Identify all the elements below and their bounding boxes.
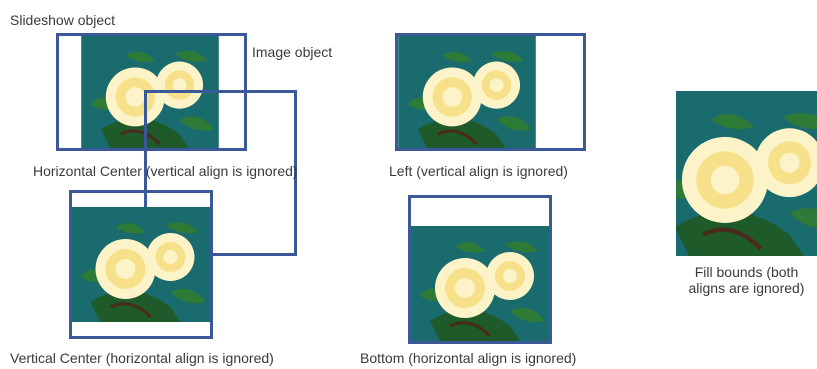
image-object-label: Image object — [252, 44, 333, 60]
fill-bounds-caption-line1: Fill bounds (both — [694, 264, 799, 280]
rose-image — [676, 91, 817, 256]
vertical-center-caption: Vertical Center (horizontal align is ign… — [10, 350, 274, 366]
slideshow-frame — [408, 195, 552, 344]
slideshow-frame — [395, 33, 586, 151]
fill-bounds-caption-line2: aligns are ignored) — [688, 280, 805, 296]
slideshow-object-label: Slideshow object — [10, 12, 116, 28]
bottom-caption: Bottom (horizontal align is ignored) — [360, 350, 577, 366]
left-caption: Left (vertical align is ignored) — [389, 163, 568, 179]
horizontal-center-caption: Horizontal Center (vertical align is ign… — [33, 163, 298, 179]
image-object-frame — [144, 90, 297, 256]
slideshow-frame — [69, 190, 213, 339]
